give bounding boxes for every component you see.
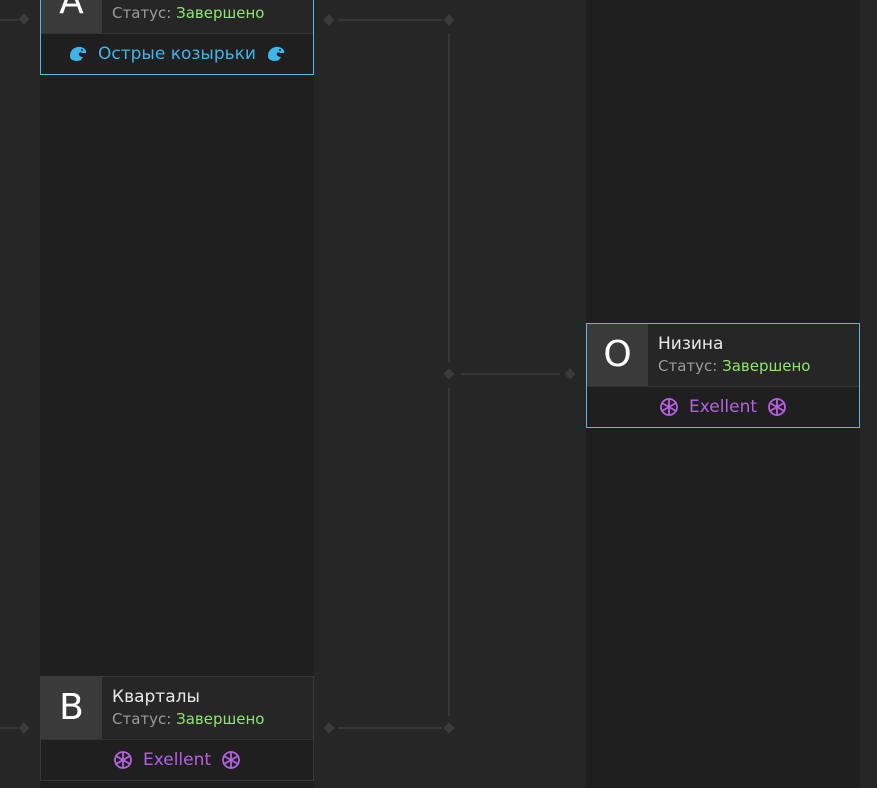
bracket-gutter-left: [0, 0, 40, 788]
match-letter-badge: B: [41, 677, 102, 739]
match-letter-badge: O: [587, 324, 648, 386]
match-letter: A: [59, 0, 84, 22]
bracket-round-column: [40, 0, 314, 788]
match-name: Низина: [658, 334, 724, 354]
eagle-icon: [267, 46, 285, 61]
match-card[interactable]: B Кварталы Статус: Завершено Exellent: [40, 676, 314, 781]
snowflake-icon: [114, 751, 132, 769]
status-value: Завершено: [722, 357, 811, 375]
snowflake-icon: [222, 751, 240, 769]
winner-team[interactable]: Exellent: [41, 740, 313, 780]
match-status: Статус: Завершено: [112, 710, 264, 728]
match-card[interactable]: A Статус: Завершено Острые козырьки: [40, 0, 314, 75]
bracket-gutter-right: [860, 0, 877, 788]
match-header: B Кварталы Статус: Завершено: [41, 677, 313, 740]
status-label: Статус:: [112, 4, 172, 22]
match-status: Статус: Завершено: [658, 357, 810, 375]
team-name: Exellent: [142, 750, 212, 770]
match-card[interactable]: O Низина Статус: Завершено Exellent: [586, 323, 860, 428]
match-letter: O: [603, 334, 632, 375]
status-value: Завершено: [176, 4, 265, 22]
match-letter-badge: A: [41, 0, 102, 33]
team-name: Exellent: [688, 397, 758, 417]
bracket-connector-area: [314, 0, 586, 788]
snowflake-icon: [768, 398, 786, 416]
status-label: Статус:: [658, 357, 718, 375]
match-header: A Статус: Завершено: [41, 0, 313, 34]
snowflake-icon: [660, 398, 678, 416]
match-letter: B: [59, 687, 84, 728]
winner-team[interactable]: Острые козырьки: [41, 34, 313, 74]
eagle-icon: [70, 46, 87, 61]
status-label: Статус:: [112, 710, 172, 728]
match-status: Статус: Завершено: [112, 4, 264, 22]
winner-team[interactable]: Exellent: [587, 387, 859, 427]
team-name: Острые козырьки: [98, 44, 256, 64]
match-header: O Низина Статус: Завершено: [587, 324, 859, 387]
match-name: Кварталы: [112, 687, 200, 707]
status-value: Завершено: [176, 710, 265, 728]
